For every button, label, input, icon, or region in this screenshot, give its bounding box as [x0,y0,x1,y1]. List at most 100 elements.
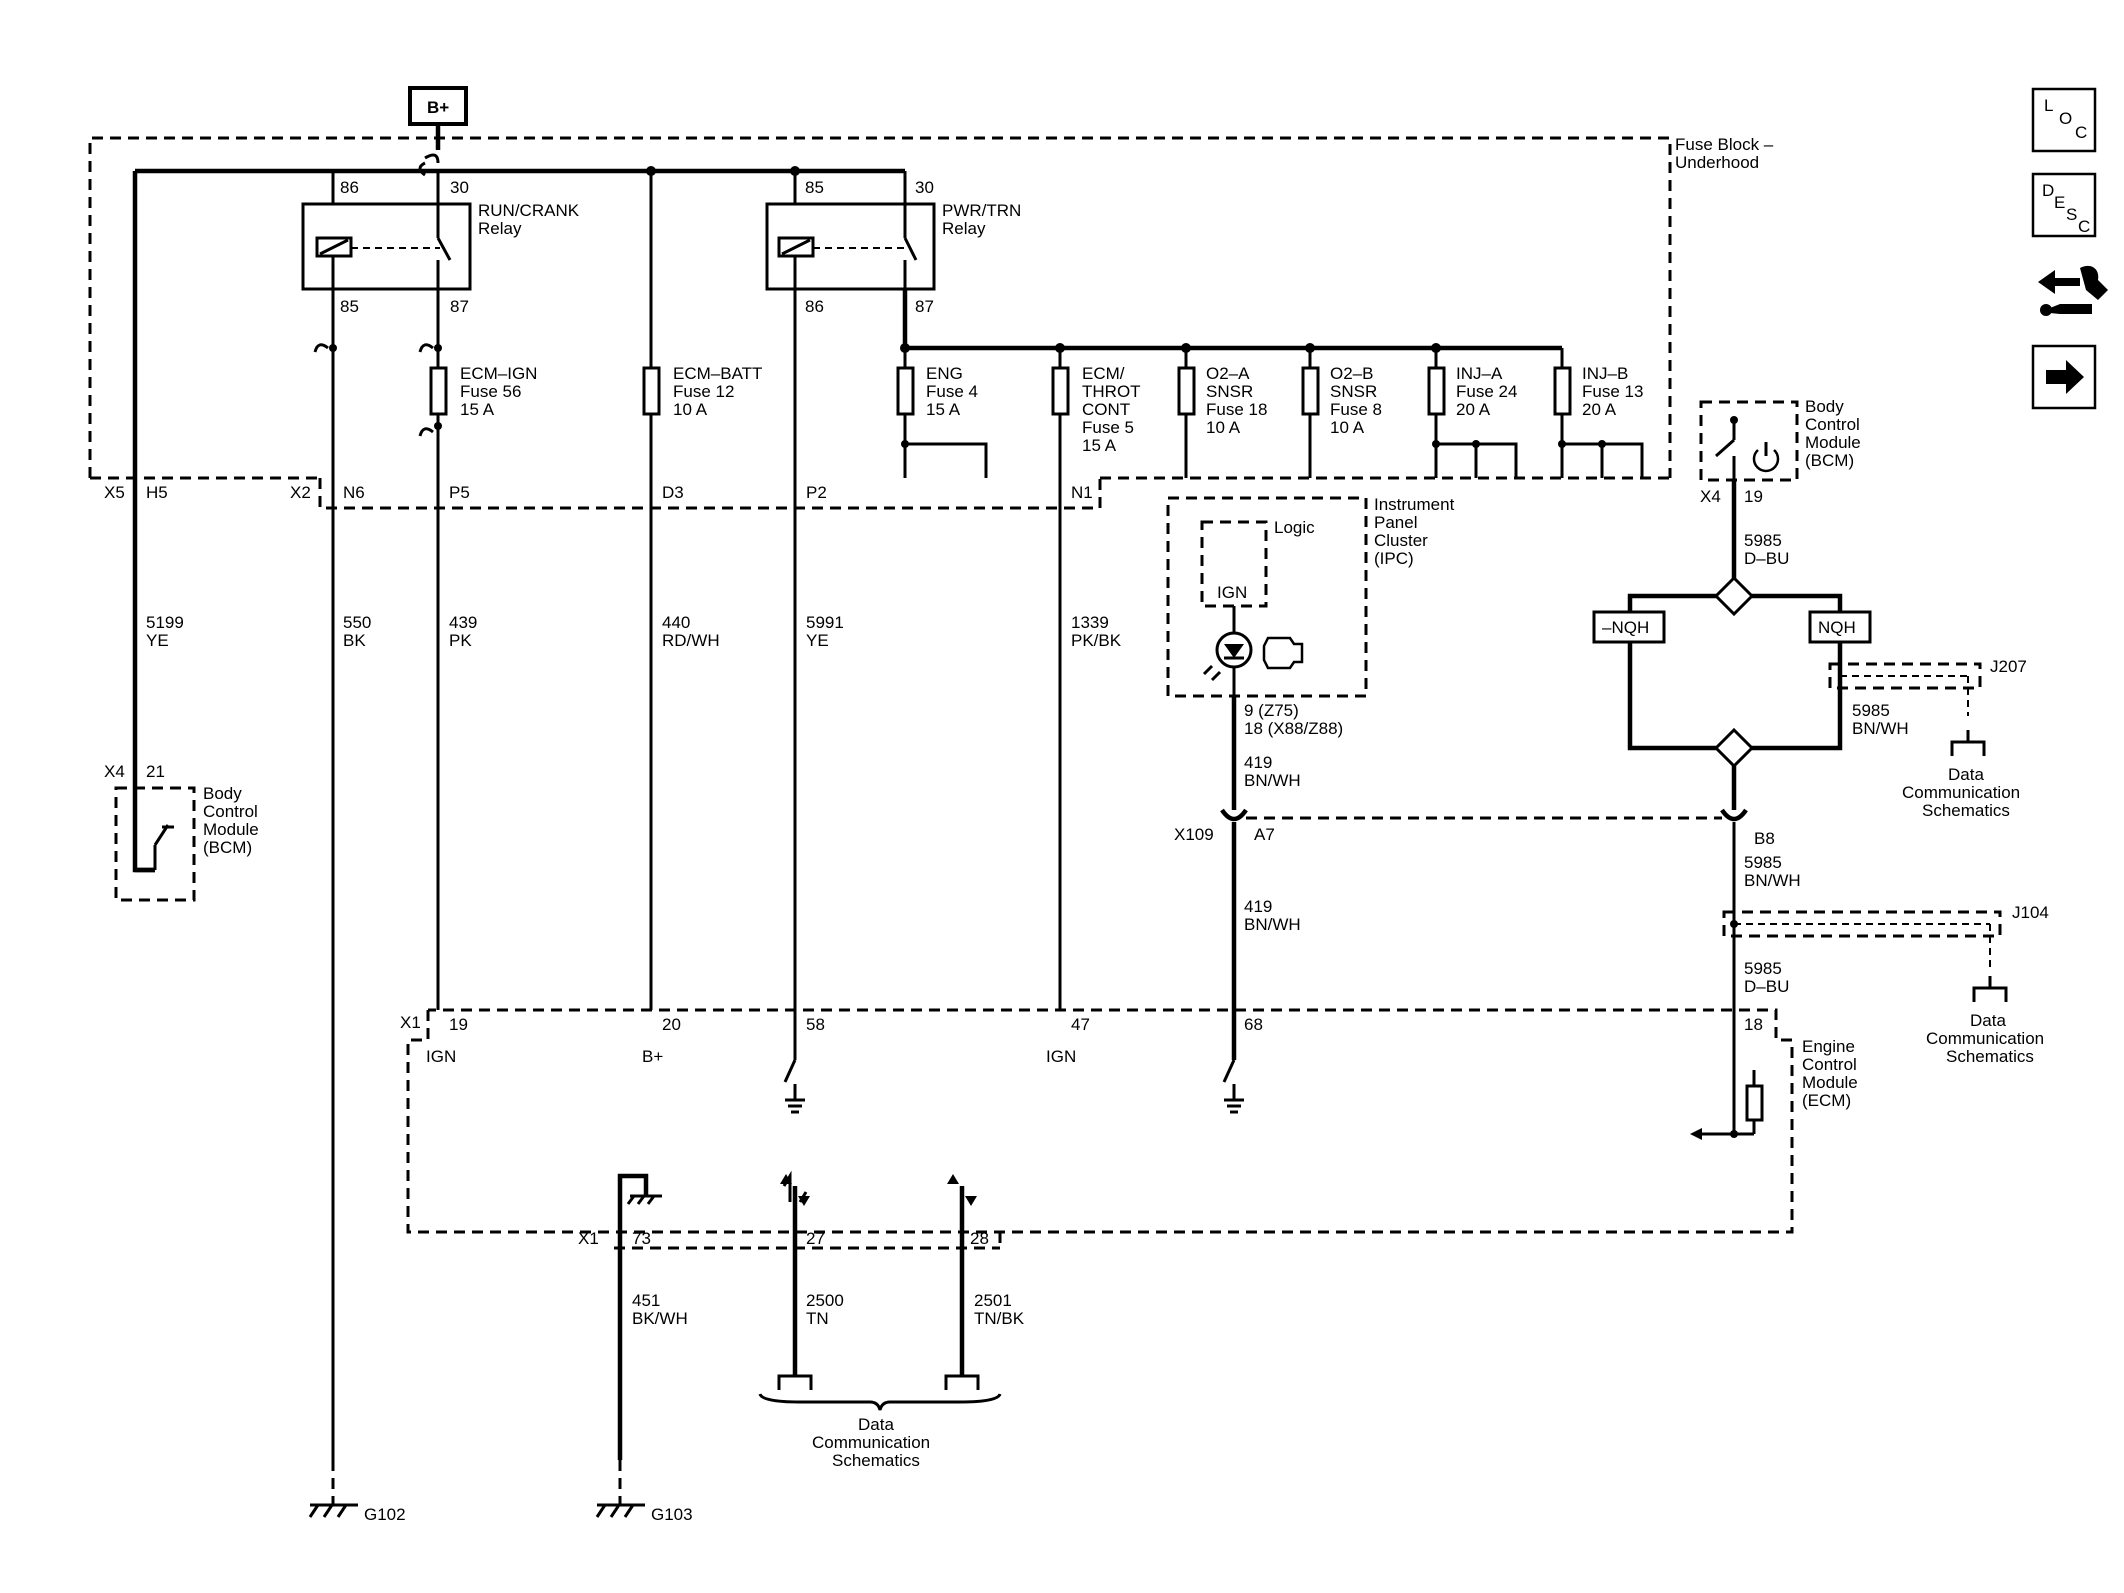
svg-text:Fuse 8: Fuse 8 [1330,400,1382,419]
fuse-block-underhood: Fuse Block – Underhood [88,135,1774,510]
pwr-trn-relay: 85 30 PWR/TRN Relay 86 87 [765,171,1021,316]
svg-text:Schematics: Schematics [1922,801,2010,820]
run-crank-pin-87: 87 [450,297,469,316]
svg-text:–NQH: –NQH [1602,618,1649,637]
fuse-block-subtitle: Underhood [1675,153,1759,172]
svg-text:Data: Data [1948,765,1984,784]
svg-text:28: 28 [970,1229,989,1248]
fuse-o2a: O2–A SNSR Fuse 18 10 A [1177,348,1267,478]
svg-text:CONT: CONT [1082,400,1130,419]
svg-text:X5: X5 [104,483,125,502]
svg-text:Fuse 5: Fuse 5 [1082,418,1134,437]
power-icon [1752,449,1780,473]
nav-loc-button[interactable]: L O C [2031,87,2097,153]
svg-text:J104: J104 [2012,903,2049,922]
connector-tools-icon[interactable] [2038,265,2108,316]
svg-text:Schematics: Schematics [1946,1047,2034,1066]
ground-g102: G102 [308,1503,406,1524]
engine-control-module: Engine Control Module (ECM) X1 19 20 58 … [400,1008,1858,1460]
svg-text:N1: N1 [1071,483,1093,502]
svg-text:Logic: Logic [1274,518,1315,537]
next-arrow-button[interactable] [2031,344,2097,410]
svg-text:15 A: 15 A [926,400,961,419]
svg-text:15 A: 15 A [460,400,495,419]
svg-text:X1: X1 [400,1013,421,1032]
svg-text:Engine: Engine [1802,1037,1855,1056]
nav-desc-e: E [2054,193,2065,212]
fuse-ecm-batt: ECM–BATT Fuse 12 10 A [642,364,762,419]
svg-text:Schematics: Schematics [832,1451,920,1470]
svg-text:58: 58 [806,1015,825,1034]
pwr-trn-pin-87: 87 [915,297,934,316]
wire-2500-color: TN [806,1309,829,1328]
nav-desc-d: D [2042,181,2054,200]
svg-text:(BCM): (BCM) [203,838,252,857]
nav-desc-button[interactable]: D E S C [2031,172,2097,238]
svg-text:550: 550 [343,613,371,632]
instrument-panel-cluster: Instrument Panel Cluster (IPC) Logic IGN… [1166,495,1455,738]
svg-text:5985: 5985 [1744,853,1782,872]
svg-text:Communication: Communication [1926,1029,2044,1048]
svg-text:73: 73 [632,1229,651,1248]
svg-text:B8: B8 [1754,829,1775,848]
nqh-neg-label: –NQH [1592,610,1666,644]
pwr-trn-relay-label: Relay [942,219,986,238]
svg-text:BN/WH: BN/WH [1244,771,1301,790]
svg-text:19: 19 [449,1015,468,1034]
wire-451-id: 451 [632,1291,660,1310]
svg-text:D–BU: D–BU [1744,549,1789,568]
svg-text:440: 440 [662,613,690,632]
svg-text:20: 20 [662,1015,681,1034]
svg-text:Fuse 12: Fuse 12 [673,382,734,401]
svg-text:1339: 1339 [1071,613,1109,632]
run-crank-pin-85: 85 [340,297,359,316]
svg-text:(IPC): (IPC) [1374,549,1414,568]
fuse-eng: ENG Fuse 4 15 A [896,348,988,478]
fuse-block-title: Fuse Block – [1675,135,1774,154]
svg-text:419: 419 [1244,897,1272,916]
pwr-trn-relay-name: PWR/TRN [942,201,1021,220]
svg-text:H5: H5 [146,483,168,502]
wire-labels: 5199 YE 550 BK 439 PK 440 RD/WH 5991 YE … [146,613,1122,650]
svg-text:SNSR: SNSR [1330,382,1377,401]
arrow-right-icon [2046,360,2084,394]
svg-text:D3: D3 [662,483,684,502]
svg-text:YE: YE [806,631,829,650]
svg-text:(BCM): (BCM) [1805,451,1854,470]
svg-text:47: 47 [1071,1015,1090,1034]
bplus-label: B+ [427,98,449,117]
splice-j207: J207 5985 BN/WH Data Communication Schem… [1828,657,2027,820]
svg-text:J207: J207 [1990,657,2027,676]
svg-text:D–BU: D–BU [1744,977,1789,996]
svg-text:BN/WH: BN/WH [1852,719,1909,738]
svg-text:Fuse 24: Fuse 24 [1456,382,1517,401]
svg-text:N6: N6 [343,483,365,502]
svg-text:Data: Data [1970,1011,2006,1030]
svg-text:X4: X4 [1700,487,1721,506]
nav-loc-l: L [2044,96,2053,115]
svg-text:IGN: IGN [1046,1047,1076,1066]
body-control-module-left: X4 21 Body Control Module (BCM) [104,762,259,902]
wire-451-color: BK/WH [632,1309,688,1328]
ground-g103: G103 [595,1503,693,1524]
fuse-injb: INJ–B Fuse 13 20 A [1553,348,1644,478]
svg-text:Communication: Communication [1902,783,2020,802]
svg-text:5985: 5985 [1744,959,1782,978]
data-communication-bottom: Data Communication Schematics [758,1374,1002,1470]
run-crank-relay-label: Relay [478,219,522,238]
svg-text:NQH: NQH [1818,618,1856,637]
pwr-trn-pin-30: 30 [915,178,934,197]
svg-text:P2: P2 [806,483,827,502]
svg-text:IGN: IGN [1217,583,1247,602]
battery-positive-terminal: B+ [408,86,468,150]
svg-text:18 (X88/Z88): 18 (X88/Z88) [1244,719,1343,738]
svg-text:Communication: Communication [812,1433,930,1452]
svg-text:ECM/: ECM/ [1082,364,1125,383]
svg-text:20 A: 20 A [1456,400,1491,419]
fuse-o2b: O2–B SNSR Fuse 8 10 A [1301,348,1382,478]
svg-text:5199: 5199 [146,613,184,632]
svg-text:INJ–B: INJ–B [1582,364,1628,383]
svg-text:Control: Control [1805,415,1860,434]
svg-text:5985: 5985 [1852,701,1890,720]
svg-text:A7: A7 [1254,825,1275,844]
